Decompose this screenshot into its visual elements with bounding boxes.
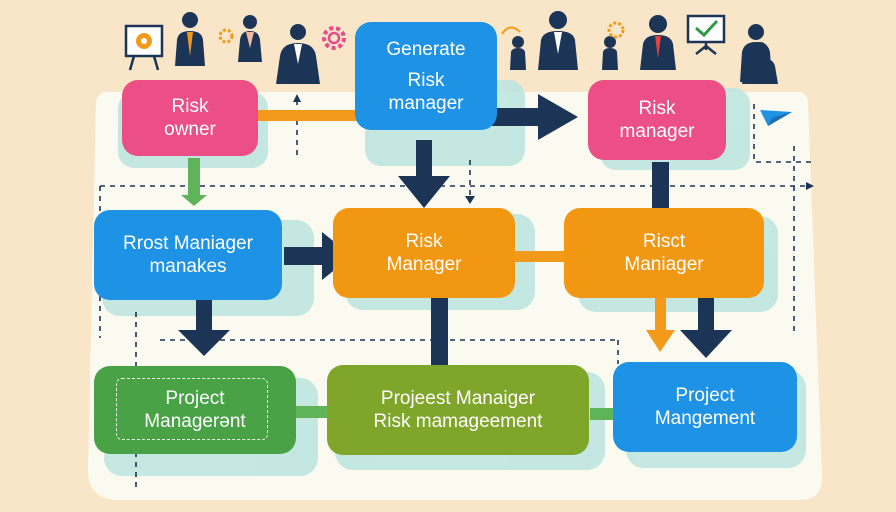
node-project-management-left: Project Managerənt [94,366,296,454]
presentation-board-icon [124,24,164,71]
person-icon [510,36,526,70]
dashed-connectors [99,100,812,488]
node-label: Project [165,388,225,409]
node-label: Risk mamageement [373,411,543,432]
node-label: Rrost Maniager [123,233,253,254]
gear-icon [322,26,346,50]
node-label: Risct [642,231,686,252]
node-risk-manager-mid: Risk Manager [333,208,515,298]
node-label: manager [388,92,464,114]
node-label: Risk [638,98,676,119]
paper-plane-icon [760,110,792,126]
node-projeest-manaiger: Projeest Manaiger Risk mamageement [327,365,589,455]
node-label: manager [619,121,695,142]
green-arrows [181,158,614,420]
person-icon [742,42,778,84]
small-arrow-icon [501,26,521,35]
node-label: Generate [386,38,466,60]
node-generate-risk-manager: Generate Risk manager [355,22,497,130]
person-icon [175,12,205,66]
node-label: Project [675,385,735,406]
node-risk-manager-top: Risk manager [588,80,726,160]
person-icon [538,11,578,70]
person-icon [602,36,618,70]
person-icon [276,24,320,84]
person-icon [238,15,262,62]
monitor-checkmark-icon [686,14,726,55]
node-label: Projeest Manaiger [380,388,536,409]
node-label: Risk [405,231,443,252]
node-label: Risk [407,69,445,91]
node-rrost-maniager: Rrost Maniager manakes [94,210,282,300]
node-label: Maniager [624,254,704,275]
dashed-arrowheads [293,94,814,204]
node-label: Managerənt [144,411,246,432]
node-label: Manager [386,254,462,275]
node-label: owner [164,119,216,140]
node-risct-maniager: Risct Maniager [564,208,764,298]
node-label: Risk [171,96,209,117]
gear-icon [218,28,234,44]
gear-icon [607,21,625,39]
orange-arrows [258,110,675,352]
node-label: manakes [149,256,227,277]
person-icon [640,15,676,70]
node-risk-owner: Risk owner [122,80,258,156]
node-label: Mangement [654,408,756,429]
node-project-management-right: Project Mangement [613,362,797,452]
navy-arrows [178,94,732,366]
